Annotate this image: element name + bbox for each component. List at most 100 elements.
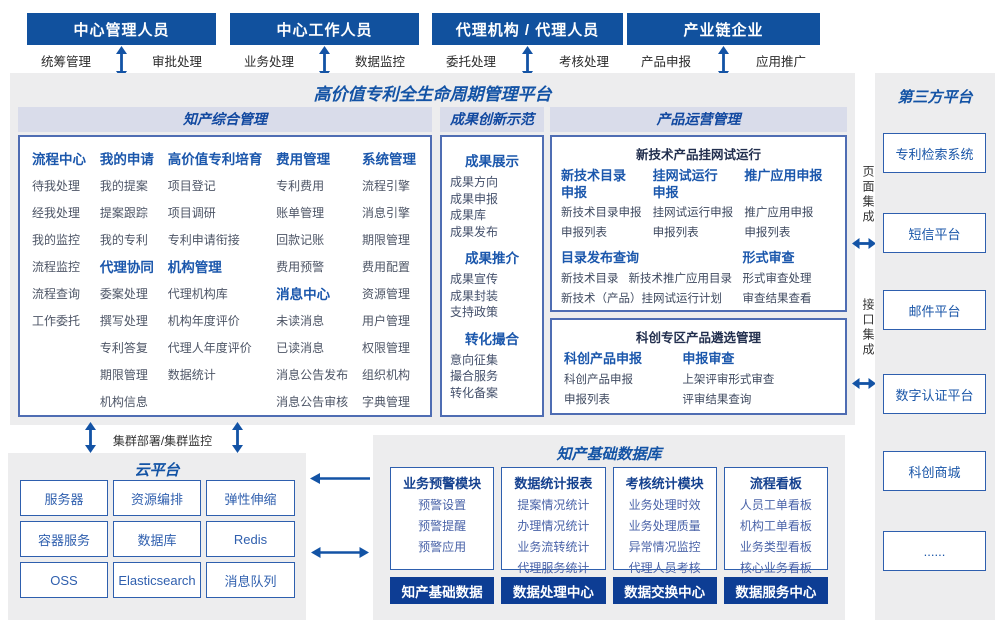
trial-operation-box: 新技术产品挂网试运行 新技术目录申报 新技术目录申报申报列表 挂网试运行申报 挂… <box>550 135 847 312</box>
section-title: 产品运营管理 <box>550 107 847 132</box>
database-footer-badge: 数据服务中心 <box>723 577 828 604</box>
user-group-center-staff: 中心工作人员 业务处理 数据监控 <box>230 13 419 79</box>
section-title: 成果创新示范 <box>440 107 544 132</box>
group-title: 流程中心 <box>32 152 86 167</box>
module-item: 新技术目录 <box>561 273 619 285</box>
module-item: 提案跟踪 <box>99 206 148 220</box>
cloud-platform-title: 云平台 <box>134 462 180 479</box>
module-item: 审查结果查看 <box>742 293 812 305</box>
module-item: 申报列表 <box>564 394 610 406</box>
group-items: 推广应用申报申报列表 <box>744 203 836 243</box>
module-item: 机构年度评价 <box>167 314 240 328</box>
third-party-panel: 第三方平台 专利检索系统 短信平台 邮件平台 数字认证平台 科创商城 .....… <box>875 73 995 620</box>
user-group-label: 统筹管理 <box>41 54 92 69</box>
group-title: 新技术目录申报 <box>561 168 627 200</box>
group-title: 转化撮合 <box>465 331 519 347</box>
ip-database-panel: 知产基础数据库 业务预警模块 预警设置预警提醒预警应用 知产基础数据 数据统计报… <box>373 435 845 620</box>
module-group: 形式审查 形式审查处理审查结果查看 <box>743 249 837 309</box>
module-item: 我的监控 <box>32 233 81 247</box>
sci-tech-selection-box: 科创专区产品遴选管理 科创产品申报 科创产品申报申报列表 申报审查 上架评审形式… <box>550 318 847 415</box>
module-item: 消息引擎 <box>361 206 410 220</box>
module-column: 流程中心 待我处理经我处理我的监控流程监控流程查询工作委托 <box>32 146 86 415</box>
user-group-title: 中心管理人员 <box>27 13 216 45</box>
group-title: 机构管理 <box>167 260 222 275</box>
cloud-service-box: Elasticsearch <box>113 562 201 598</box>
group-title: 申报审查 <box>682 351 735 366</box>
module-item: 撮合服务 <box>450 369 499 383</box>
section-product-operation: 产品运营管理 新技术产品挂网试运行 新技术目录申报 新技术目录申报申报列表 挂网… <box>550 107 847 417</box>
group-items: 待我处理经我处理我的监控流程监控流程查询工作委托 <box>32 173 86 335</box>
group-items: 意向征集撮合服务转化备案 <box>450 352 542 402</box>
group-items: 预警设置预警提醒预警应用 <box>391 495 493 558</box>
group-items: 项目登记项目调研专利申请衔接 <box>168 173 263 254</box>
cloud-service-box: 资源编排 <box>113 480 201 516</box>
vertical-double-arrow-icon <box>231 422 244 453</box>
module-column: 系统管理 流程引擎消息引擎期限管理费用配置资源管理用户管理权限管理组织机构字典管… <box>362 146 416 415</box>
group-items: 成果方向成果申报成果库成果发布 <box>450 174 542 240</box>
group-items: 上架评审形式审查评审结果查询 <box>682 370 833 410</box>
group-items: 业务处理时效业务处理质量异常情况监控代理人员考核 <box>614 495 716 579</box>
horizontal-double-arrow-icon <box>852 237 876 250</box>
module-item: 上架评审形式审查 <box>682 374 775 386</box>
group-title: 代理协同 <box>99 260 154 275</box>
module-item: 代理机构库 <box>167 287 228 301</box>
group-items: 新技术目录申报申报列表 <box>561 203 653 243</box>
user-group-title: 产业链企业 <box>627 13 820 45</box>
group-items: 科创产品申报申报列表 <box>564 370 682 410</box>
module-group: 推广应用申报 推广应用申报申报列表 <box>744 167 836 243</box>
left-arrow-icon <box>310 472 370 485</box>
module-item: 流程监控 <box>32 260 81 274</box>
module-item: 成果宣传 <box>450 272 499 286</box>
module-item: 评审结果查询 <box>682 394 752 406</box>
api-integration-label: 接口集成 <box>861 298 875 358</box>
module-item: 消息公告审核 <box>276 395 349 409</box>
cloud-service-box: Redis <box>206 521 295 557</box>
section-ip-management: 知产综合管理 流程中心 待我处理经我处理我的监控流程监控流程查询工作委托 我的申… <box>18 107 432 417</box>
database-footer-badge: 知产基础数据 <box>390 577 495 604</box>
group-title: 业务预警模块 <box>403 476 482 491</box>
group-title: 目录发布查询 <box>561 250 640 265</box>
module-item: 项目调研 <box>167 206 216 220</box>
group-title: 科创产品申报 <box>564 351 643 366</box>
module-item: 流程查询 <box>32 287 81 301</box>
section-title: 知产综合管理 <box>18 107 432 132</box>
module-item: 预警提醒 <box>418 519 467 533</box>
module-column: 高价值专利培育 项目登记项目调研专利申请衔接 机构管理 代理机构库机构年度评价代… <box>168 146 263 415</box>
module-item: 专利答复 <box>99 341 148 355</box>
module-item: 业务处理质量 <box>628 519 701 533</box>
group-items: 新技术目录新技术推广应用目录新技术（产品）挂网试运行计划 <box>561 269 743 309</box>
database-column: 考核统计模块 业务处理时效业务处理质量异常情况监控代理人员考核 数据交换中心 <box>612 467 717 604</box>
user-group-label: 产品申报 <box>641 54 692 69</box>
module-group: 申报审查 上架评审形式审查评审结果查询 <box>682 350 833 410</box>
module-item: 代理服务统计 <box>517 561 590 575</box>
module-item: 核心业务看板 <box>739 561 812 575</box>
third-party-item: 邮件平台 <box>883 290 986 330</box>
ip-database-title: 知产基础数据库 <box>556 446 662 463</box>
module-group: 新技术目录申报 新技术目录申报申报列表 <box>561 167 653 243</box>
user-group-label: 应用推广 <box>755 54 806 69</box>
cloud-service-box: 服务器 <box>20 480 108 516</box>
group-items: 挂网试运行申报申报列表 <box>653 203 745 243</box>
module-group: 目录发布查询 新技术目录新技术推广应用目录新技术（产品）挂网试运行计划 <box>561 249 743 309</box>
module-item: 转化备案 <box>450 385 499 400</box>
group-title: 考核统计模块 <box>625 476 704 491</box>
module-item: 权限管理 <box>361 341 410 355</box>
module-item: 成果库 <box>450 208 487 222</box>
module-item: 数据统计 <box>167 368 216 382</box>
module-item: 成果方向 <box>450 175 499 189</box>
horizontal-double-arrow-icon <box>852 377 876 390</box>
module-item: 期限管理 <box>99 368 148 382</box>
group-items: 形式审查处理审查结果查看 <box>743 269 837 309</box>
module-item: 办理情况统计 <box>517 519 590 533</box>
group-title: 成果推介 <box>465 251 519 266</box>
user-group-center-managers: 中心管理人员 统筹管理 审批处理 <box>27 13 216 79</box>
user-group-label: 审批处理 <box>151 54 202 69</box>
module-item: 代理人员考核 <box>628 561 701 575</box>
module-item: 工作委托 <box>32 314 81 328</box>
module-item: 业务流转统计 <box>517 540 590 554</box>
module-item: 形式审查处理 <box>742 273 812 285</box>
module-item: 申报列表 <box>561 227 607 239</box>
database-footer-badge: 数据交换中心 <box>612 577 717 604</box>
achievement-box: 成果展示 成果方向成果申报成果库成果发布 成果推介 成果宣传成果封装支持政策 转… <box>440 135 544 417</box>
